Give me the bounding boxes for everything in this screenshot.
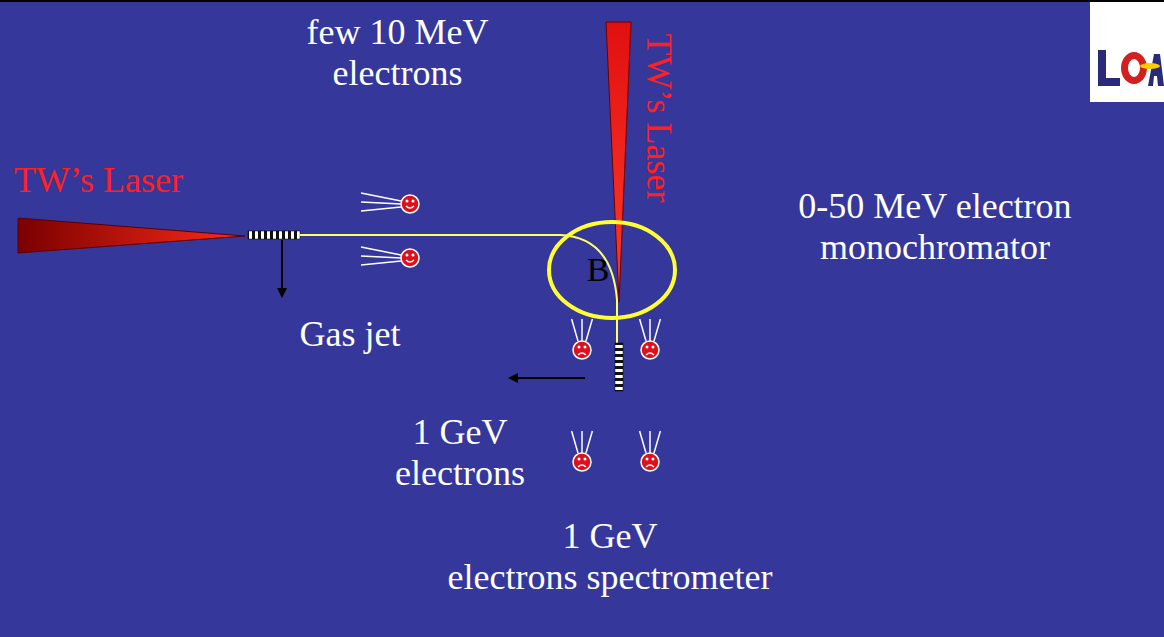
laser-label: TW’s Laser <box>637 0 678 238</box>
magnet-circle: B <box>547 220 677 320</box>
field-label: B <box>587 253 610 287</box>
electron-label: few 10 MeV electrons <box>290 12 505 95</box>
monochromator-label: 0-50 MeV electron monochromator <box>760 186 1110 269</box>
top-rule <box>0 0 1164 2</box>
jet-arrow <box>510 377 585 379</box>
electron-icons <box>361 193 660 471</box>
spectrometer-label: 1 GeV electrons spectrometer <box>400 516 820 599</box>
gas-jet <box>615 343 623 391</box>
gas-jet-label: Gas jet <box>270 314 430 355</box>
electron-label: 1 GeV electrons <box>380 412 540 495</box>
laser-beam <box>18 218 245 253</box>
laser-beam <box>606 22 631 302</box>
jet-arrow <box>281 240 283 296</box>
gas-jet <box>248 231 300 239</box>
magnet-outline <box>547 220 677 320</box>
laser-label: TW’s Laser <box>14 160 244 201</box>
logo <box>1090 2 1164 102</box>
